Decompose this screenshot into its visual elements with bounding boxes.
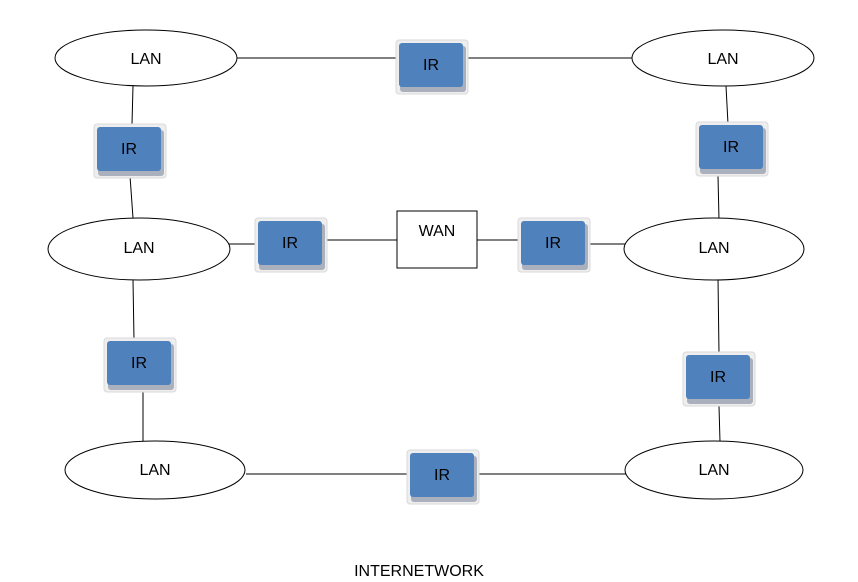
router-face [107,341,171,385]
link-router-left-upper-lan-middle-left [129,175,134,219]
lan-ellipse [64,440,246,500]
lan-bottom-right: LAN [624,440,804,500]
lan-ellipse [623,217,805,281]
router-middle-left: IR [254,217,328,273]
lan-label: LAN [698,462,729,479]
links [129,57,729,475]
link-lan-top-left-router-left-upper [131,85,134,125]
router-face [686,355,750,399]
router-face [699,125,763,169]
router-middle-right: IR [517,217,591,273]
lan-top-right: LAN [631,29,815,87]
link-lan-top-right-router-right-upper [725,85,729,125]
lan-label: LAN [123,240,154,257]
lan-top-left: LAN [54,29,238,87]
lan-label: LAN [698,240,729,257]
lan-ellipse [624,440,804,500]
router-left-upper: IR [93,123,167,179]
lan-label: LAN [139,462,170,479]
wan-node: WAN [396,210,478,269]
router-label: IR [121,141,137,158]
router-right-lower: IR [682,351,756,407]
lan-ellipse [54,29,238,87]
router-face [399,43,463,87]
lan-label: LAN [130,51,161,68]
router-label: IR [710,369,726,386]
link-router-right-lower-lan-bottom-right [718,405,721,443]
router-label: IR [423,57,439,74]
router-bottom: IR [406,449,480,505]
router-top: IR [395,39,469,95]
link-lan-middle-right-router-right-lower [717,277,720,355]
router-label: IR [723,139,739,156]
router-label: IR [131,355,147,372]
lan-ellipse [47,217,231,281]
router-label: IR [282,235,298,252]
lan-middle-left: LAN [47,217,231,281]
router-label: IR [434,467,450,484]
link-lan-middle-left-router-left-lower [132,279,135,341]
router-face [97,127,161,171]
router-face [521,221,585,265]
router-left-lower: IR [103,337,177,393]
wan-box [396,210,478,269]
router-face [410,453,474,497]
wan-label: WAN [419,223,456,240]
diagram-caption: INTERNETWORK [354,563,484,580]
router-label: IR [545,235,561,252]
link-router-right-upper-lan-middle-right [717,175,720,221]
lan-label: LAN [707,51,738,68]
router-face [258,221,322,265]
router-right-upper: IR [695,121,769,177]
lan-middle-right: LAN [623,217,805,281]
lan-bottom-left: LAN [64,440,246,500]
lan-ellipse [631,29,815,87]
